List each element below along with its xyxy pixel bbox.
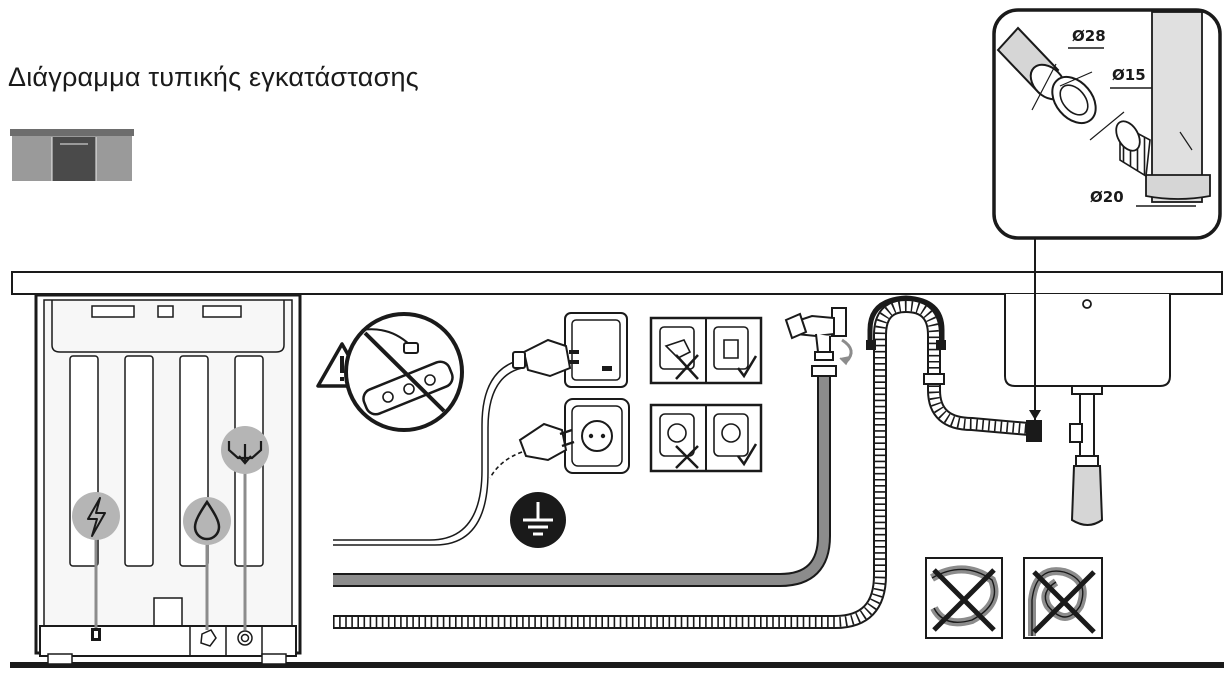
- water-tap-icon: [784, 307, 853, 377]
- drain-hose-clamp: [1026, 420, 1042, 442]
- drain-hose: [333, 295, 1041, 629]
- diameter-label-15: Ø15: [1112, 66, 1146, 84]
- earth-ground-icon: [510, 492, 566, 548]
- built-in-dishwasher-icon: [10, 129, 134, 181]
- schuko-plug-socket-icon: [489, 398, 630, 479]
- kitchen-sink: [1004, 294, 1171, 387]
- diameter-label-20: Ø20: [1090, 188, 1124, 206]
- dishwasher-rear-view: [34, 293, 302, 665]
- drain-connection-detail: Ø28 Ø15 Ø20: [992, 8, 1222, 240]
- diameter-label-28: Ø28: [1072, 27, 1106, 45]
- no-kinked-hose-icon: [925, 557, 1003, 639]
- floor: [10, 662, 1224, 668]
- water-drop-icon: [183, 497, 231, 545]
- countertop: [11, 271, 1223, 295]
- sink-trap-icon: [1069, 385, 1104, 526]
- uk-socket-usage-icon: [649, 316, 763, 385]
- no-power-strip-icon: [344, 312, 464, 432]
- page-title: Διάγραμμα τυπικής εγκατάστασης: [8, 62, 419, 92]
- drain-icon: [221, 426, 269, 474]
- uk-plug-socket-icon: [512, 312, 628, 388]
- lightning-icon: [72, 492, 120, 540]
- schuko-socket-usage-icon: [649, 403, 763, 473]
- power-cable: [333, 359, 521, 541]
- no-looped-hose-icon: [1023, 557, 1103, 639]
